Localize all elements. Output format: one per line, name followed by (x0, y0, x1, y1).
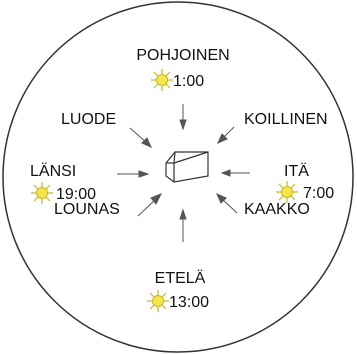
arrow-from-north (179, 104, 187, 131)
arrow-from-south (179, 208, 187, 242)
arrow-from-southwest (137, 193, 163, 217)
label-southwest: LOUNAS (54, 201, 120, 218)
arrow-from-west (117, 170, 150, 178)
time-south: 13:00 (169, 294, 209, 311)
sun-icon (150, 68, 174, 92)
label-south: ETELÄ (155, 269, 206, 287)
arrow-from-southeast (216, 193, 238, 214)
sun-icon (146, 289, 170, 313)
house-icon (165, 151, 209, 183)
label-north: POHJOINEN (136, 47, 229, 64)
label-east: ITÄ (284, 162, 309, 180)
arrow-from-northwest (129, 127, 152, 148)
label-west: LÄNSI (30, 162, 76, 180)
sun-icon (30, 181, 54, 205)
time-north: 1:00 (173, 73, 204, 90)
arrow-from-east (220, 169, 250, 177)
arrow-from-northeast (217, 126, 235, 144)
label-northeast: KOILLINEN (244, 111, 328, 128)
label-southeast: KAAKKO (244, 201, 310, 218)
label-northwest: LUODE (61, 111, 116, 128)
time-east: 7:00 (303, 185, 334, 202)
time-west: 19:00 (56, 186, 96, 203)
sun-icon (275, 180, 299, 204)
